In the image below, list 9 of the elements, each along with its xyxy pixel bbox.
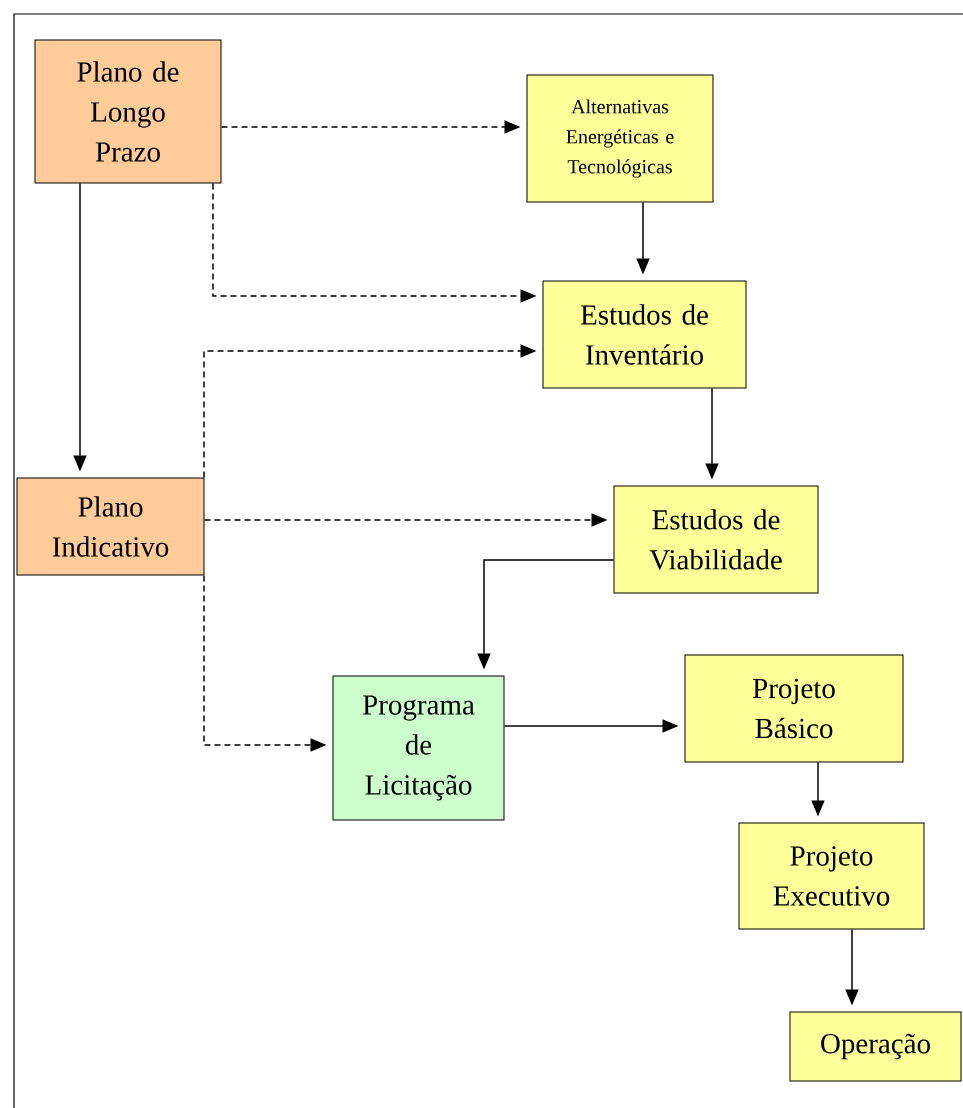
- process-box: Projeto Básico: [684, 654, 904, 763]
- process-box: Estudos de Inventário: [542, 280, 747, 389]
- process-box: Programa de Licitação: [332, 675, 505, 821]
- process-box: Operação: [789, 1011, 962, 1082]
- process-box: Plano de Longo Prazo: [34, 39, 222, 184]
- process-box: Estudos de Viabilidade: [613, 485, 819, 594]
- process-box: Plano Indicativo: [16, 477, 205, 576]
- process-box: Projeto Executivo: [738, 822, 925, 930]
- process-box: Alternativas Energéticas e Tecnológicas: [526, 74, 714, 203]
